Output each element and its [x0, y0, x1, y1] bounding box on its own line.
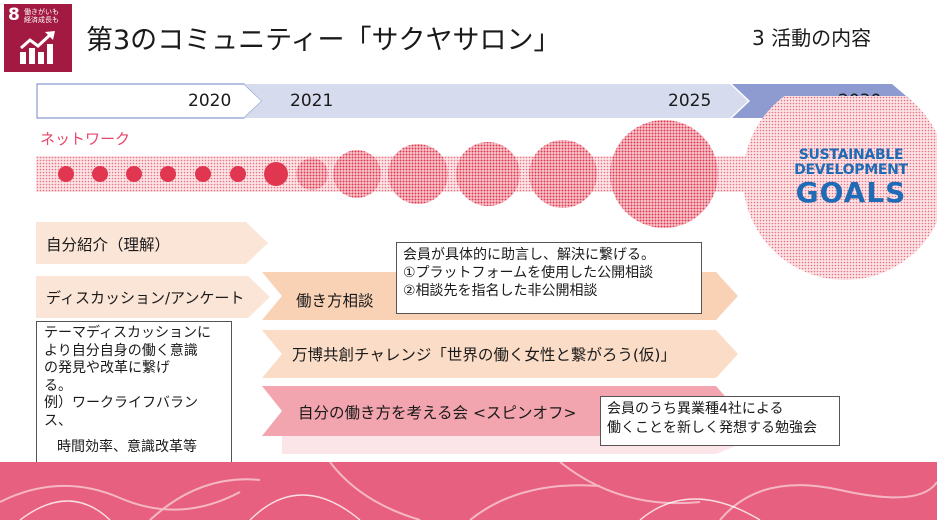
year-2021: 2021 [290, 91, 334, 111]
spinoff-note: 会員のうち異業種4社による 働くことを新しく発想する勉強会 [600, 396, 840, 446]
consult-note-line2: ①プラットフォームを使用した公開相談 [403, 265, 654, 281]
work-consult-label: 働き方相談 [296, 292, 374, 310]
self-intro-arrow [36, 222, 268, 264]
spinoff-note-line1: 会員のうち異業種4社による [607, 401, 784, 417]
sdg8-badge: 8 働きがいも 経済成長も [4, 4, 72, 72]
goals-logo-line2: DEVELOPMENT [794, 162, 908, 178]
theme-note: テーマディスカッションに より自分自身の働く意識 の発見や改革に繋げ る。 例）… [36, 321, 232, 466]
year-2025: 2025 [668, 91, 712, 111]
consult-note-line1: 会員が具体的に助言し、解決に繋げる。 [403, 247, 655, 263]
self-intro-label: 自分紹介（理解） [46, 236, 171, 254]
page-title: 第3のコミュニティー「サクヤサロン」 [86, 25, 561, 56]
discussion-arrow [36, 276, 270, 318]
spinoff-note-line2: 働くことを新しく発想する勉強会 [607, 420, 817, 436]
network-circle [296, 158, 328, 190]
network-circle [743, 96, 937, 280]
year-2020: 2020 [188, 91, 232, 111]
sdg-small-text: 働きがいも 経済成長も [24, 8, 59, 24]
timeline-segment-2021 [244, 84, 748, 118]
sdgs-logo: SUSTAINABLE DEVELOPMENT GOALS [790, 148, 912, 208]
network-circle [126, 166, 142, 182]
theme-note-line7: 時間効率、意識改革等 [57, 439, 197, 455]
network-graphic [36, 96, 937, 280]
network-label: ネットワーク [40, 130, 131, 148]
bottom-decoration [0, 462, 937, 520]
network-circles [58, 96, 937, 280]
section-label: 3 活動の内容 [752, 26, 872, 50]
goals-logo-line3: GOALS [795, 176, 907, 209]
discussion-label: ディスカッション/アンケート [46, 289, 245, 307]
network-circle [230, 166, 246, 182]
theme-note-line4: る。 [44, 377, 72, 394]
expo-label: 万博共創チャレンジ「世界の働く女性と繋がろう(仮)」 [292, 346, 676, 364]
network-circle [333, 150, 381, 198]
growth-chart-icon [20, 31, 55, 64]
network-circle [160, 166, 176, 182]
goals-logo-line1: SUSTAINABLE [798, 147, 904, 163]
timeline-bar [36, 83, 912, 119]
sdg-number: 8 [8, 5, 20, 25]
theme-note-line5: 例）ワークライフバラン [44, 395, 198, 411]
theme-note-line6: ス、 [44, 412, 72, 429]
network-circle [58, 166, 74, 182]
network-circle [456, 142, 520, 206]
network-circle [264, 162, 288, 186]
network-circle [92, 166, 108, 182]
theme-note-line3: の発見や改革に繋げ [44, 360, 170, 376]
theme-note-line1: テーマディスカッションに [44, 325, 212, 341]
theme-note-line2: より自分自身の働く意識 [44, 342, 198, 359]
network-circle [529, 140, 597, 208]
consult-note-line3: ②相談先を指名した非公開相談 [403, 283, 598, 299]
network-circle [195, 166, 211, 182]
network-circle [610, 120, 718, 228]
network-circle [388, 144, 448, 204]
consult-note: 会員が具体的に助言し、解決に繋げる。 ①プラットフォームを使用した公開相談 ②相… [396, 242, 702, 314]
spinoff-label: 自分の働き方を考える会 <スピンオフ> [298, 404, 577, 422]
expo-arrow [262, 330, 738, 378]
